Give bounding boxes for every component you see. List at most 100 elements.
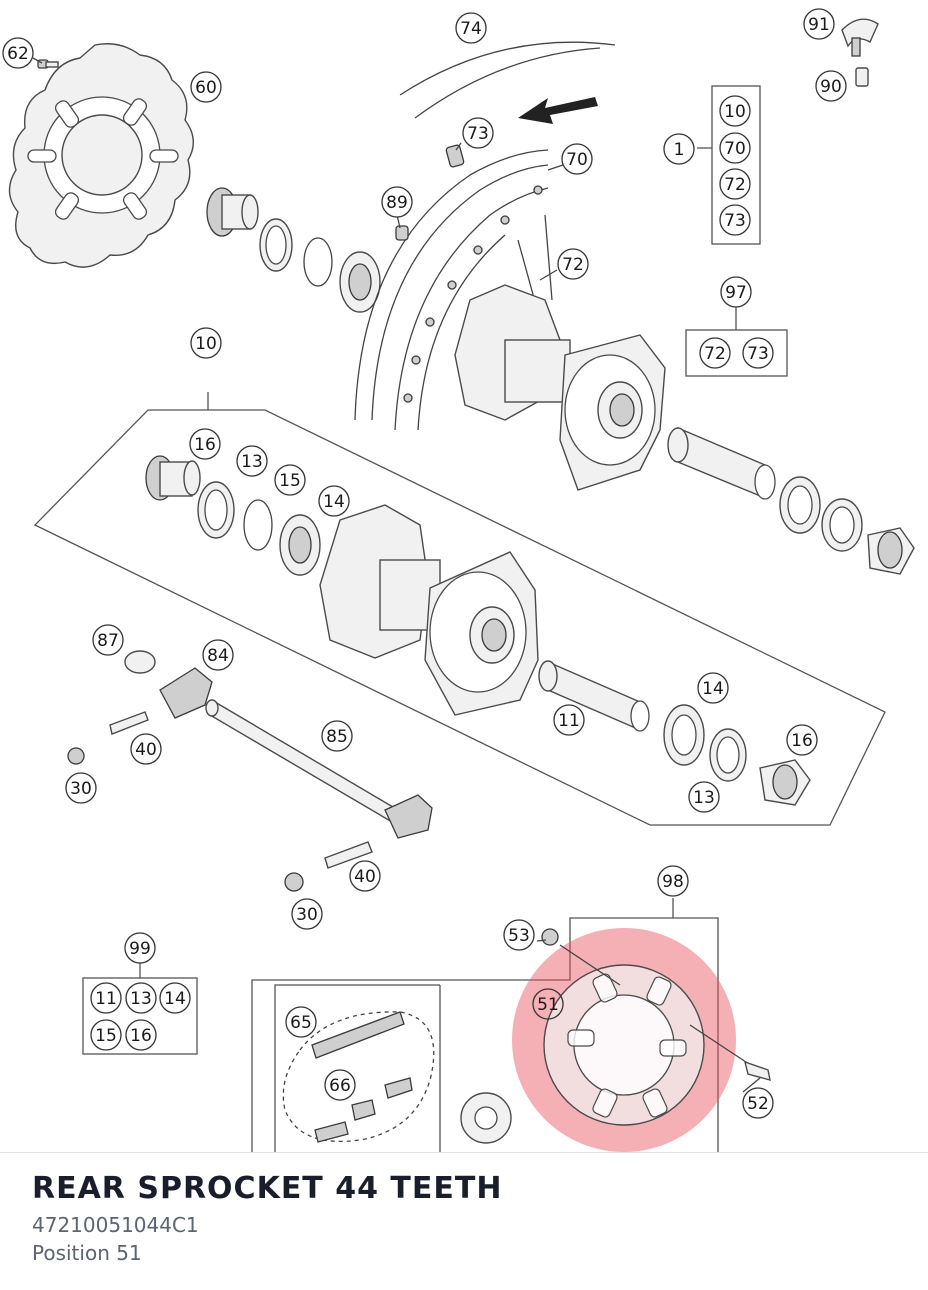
rim-valve xyxy=(445,144,465,168)
callout-label: 14 xyxy=(164,989,186,1009)
callout-16[interactable]: 16 xyxy=(189,428,221,460)
callout-73[interactable]: 73 xyxy=(462,117,494,149)
callout-label: 60 xyxy=(195,78,217,98)
brake-disc xyxy=(8,43,194,268)
rim xyxy=(354,149,553,431)
callout-circle xyxy=(189,428,221,460)
callout-65[interactable]: 65 xyxy=(285,1006,317,1038)
hub-assembly xyxy=(145,455,811,806)
callout-label: 70 xyxy=(724,139,746,159)
callout-circle xyxy=(742,1087,774,1119)
callout-10[interactable]: 10 xyxy=(190,327,222,359)
callout-51[interactable]: 51 xyxy=(532,988,564,1020)
callout-label: 66 xyxy=(329,1076,351,1096)
callout-label: 10 xyxy=(195,334,217,354)
callout-label: 15 xyxy=(279,471,301,491)
callout-72[interactable]: 72 xyxy=(699,337,731,369)
callout-91[interactable]: 91 xyxy=(803,8,835,40)
callout-circle xyxy=(349,860,381,892)
callout-circle xyxy=(324,1069,356,1101)
callout-label: 84 xyxy=(207,646,229,666)
callout-circle xyxy=(688,781,720,813)
callout-97[interactable]: 97 xyxy=(720,276,752,308)
callout-90[interactable]: 90 xyxy=(815,70,847,102)
callout-62[interactable]: 62 xyxy=(2,37,34,69)
sprocket-nut xyxy=(541,928,559,946)
callout-label: 30 xyxy=(296,905,318,925)
callout-15[interactable]: 15 xyxy=(90,1019,122,1051)
callout-label: 15 xyxy=(95,1026,117,1046)
part-info-panel: REAR SPROCKET 44 TEETH 47210051044C1 Pos… xyxy=(0,1152,928,1290)
callout-label: 10 xyxy=(724,102,746,122)
callout-13[interactable]: 13 xyxy=(688,781,720,813)
callout-label: 13 xyxy=(130,989,152,1009)
callout-1[interactable]: 1 xyxy=(663,133,695,165)
callout-14[interactable]: 14 xyxy=(159,982,191,1014)
callout-73[interactable]: 73 xyxy=(742,337,774,369)
tire-segment xyxy=(399,41,616,119)
callout-circle xyxy=(125,1019,157,1051)
callout-16[interactable]: 16 xyxy=(786,724,818,756)
callout-40[interactable]: 40 xyxy=(349,860,381,892)
callout-circle xyxy=(532,988,564,1020)
callout-89[interactable]: 89 xyxy=(381,186,413,218)
callout-72[interactable]: 72 xyxy=(557,248,589,280)
callout-14[interactable]: 14 xyxy=(697,672,729,704)
callout-98[interactable]: 98 xyxy=(657,865,689,897)
callout-label: 73 xyxy=(724,211,746,231)
callout-13[interactable]: 13 xyxy=(236,445,268,477)
callout-circle xyxy=(65,772,97,804)
callout-60[interactable]: 60 xyxy=(190,71,222,103)
callout-label: 72 xyxy=(562,255,584,275)
callout-85[interactable]: 85 xyxy=(321,720,353,752)
callout-circle xyxy=(719,204,751,236)
callout-label: 87 xyxy=(97,631,119,651)
callout-circle xyxy=(720,276,752,308)
callout-circle xyxy=(553,704,585,736)
callout-30[interactable]: 30 xyxy=(65,772,97,804)
callout-40[interactable]: 40 xyxy=(130,733,162,765)
callout-circle xyxy=(190,71,222,103)
callout-label: 98 xyxy=(662,872,684,892)
callouts: 62 60 74 91 90 73 70 89 72 1 10 70 72 73 97 72 73 10 16 13 1… xyxy=(2,8,847,1119)
callout-70[interactable]: 70 xyxy=(719,132,751,164)
callout-74[interactable]: 74 xyxy=(455,12,487,44)
chain xyxy=(282,1011,435,1143)
callout-99[interactable]: 99 xyxy=(124,932,156,964)
callout-circle xyxy=(92,624,124,656)
callout-circle xyxy=(124,932,156,964)
callout-circle xyxy=(462,117,494,149)
front-sprocket xyxy=(460,1092,512,1144)
callout-84[interactable]: 84 xyxy=(202,639,234,671)
callout-circle xyxy=(291,898,323,930)
callout-label: 16 xyxy=(194,435,216,455)
callout-14[interactable]: 14 xyxy=(318,485,350,517)
callout-30[interactable]: 30 xyxy=(291,898,323,930)
callout-15[interactable]: 15 xyxy=(274,464,306,496)
callout-circle xyxy=(455,12,487,44)
hub-assembly-frame xyxy=(33,392,886,826)
callout-label: 91 xyxy=(808,15,830,35)
callout-72[interactable]: 72 xyxy=(719,168,751,200)
callout-11[interactable]: 11 xyxy=(90,982,122,1014)
callout-11[interactable]: 11 xyxy=(553,704,585,736)
spoke-nipple xyxy=(395,225,409,241)
sprocket-bolt xyxy=(744,1060,771,1081)
callout-circle xyxy=(697,672,729,704)
callout-circle xyxy=(719,95,751,127)
callout-10[interactable]: 10 xyxy=(719,95,751,127)
callout-16[interactable]: 16 xyxy=(125,1019,157,1051)
callout-73[interactable]: 73 xyxy=(719,204,751,236)
callout-label: 72 xyxy=(704,344,726,364)
callout-53[interactable]: 53 xyxy=(503,919,535,951)
callout-13[interactable]: 13 xyxy=(125,982,157,1014)
callout-label: 40 xyxy=(354,867,376,887)
callout-87[interactable]: 87 xyxy=(92,624,124,656)
callout-circle xyxy=(159,982,191,1014)
callout-circle xyxy=(381,186,413,218)
callout-52[interactable]: 52 xyxy=(742,1087,774,1119)
callout-circle xyxy=(657,865,689,897)
callout-label: 85 xyxy=(326,727,348,747)
callout-66[interactable]: 66 xyxy=(324,1069,356,1101)
callout-70[interactable]: 70 xyxy=(561,143,593,175)
